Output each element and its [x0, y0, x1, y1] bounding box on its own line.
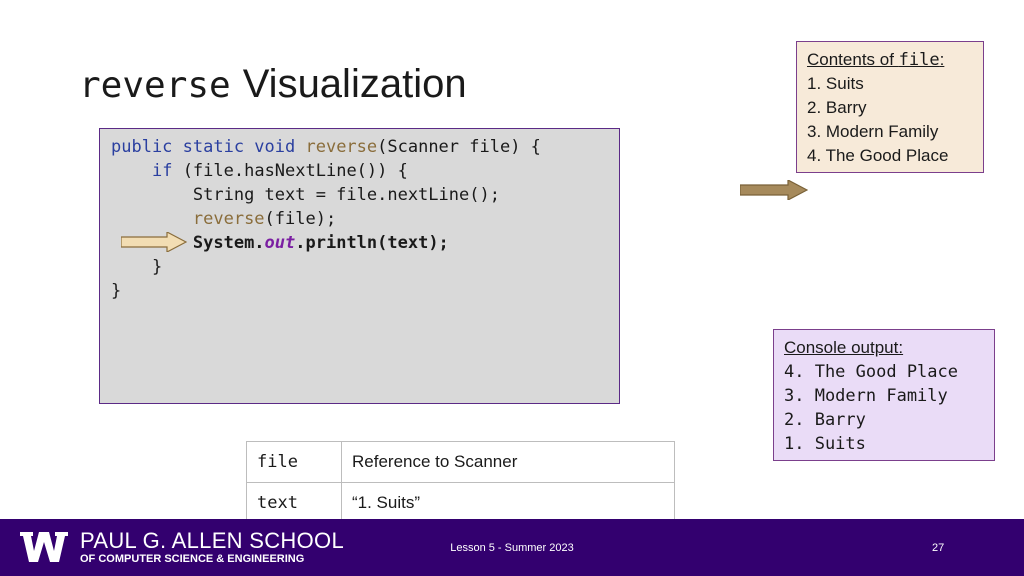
- list-item: 1. Suits: [807, 74, 864, 93]
- table-row: text “1. Suits”: [246, 482, 675, 524]
- code-condition: (file.hasNextLine()) {: [182, 161, 408, 181]
- slide-title: reverse Visualization: [79, 62, 467, 107]
- page-number: 27: [932, 542, 945, 554]
- school-name: PAUL G. ALLEN SCHOOL: [80, 528, 344, 553]
- school-subtitle: OF COMPUTER SCIENCE & ENGINEERING: [80, 553, 305, 565]
- title-text: Visualization: [242, 62, 467, 106]
- code-recursive-call: reverse: [192, 209, 265, 229]
- console-output-box: Console output: 4. The Good Place 3. Mod…: [773, 329, 995, 461]
- variable-name: file: [246, 441, 342, 483]
- file-contents-header: Contents of file:: [807, 50, 945, 70]
- console-header: Console output:: [784, 338, 904, 357]
- uw-w-logo-icon: [20, 532, 68, 562]
- code-block: public static void reverse(Scanner file)…: [111, 135, 541, 303]
- variable-value: Reference to Scanner: [341, 441, 675, 483]
- code-panel: public static void reverse(Scanner file)…: [99, 128, 675, 524]
- variable-name: text: [246, 482, 342, 524]
- code-call-args: (file);: [264, 209, 337, 229]
- list-item: 2. Barry: [807, 98, 867, 117]
- code-line-5-current: System.out.println(text);: [193, 233, 449, 253]
- console-line: 1. Suits: [784, 434, 866, 454]
- console-line: 4. The Good Place: [784, 362, 958, 382]
- code-line-3: String text = file.nextLine();: [192, 185, 500, 205]
- right-arrow-icon: [121, 232, 187, 252]
- code-line-4: reverse(file);: [193, 209, 336, 229]
- code-println: .println(text);: [295, 233, 449, 253]
- code-line-7: }: [111, 281, 122, 301]
- lesson-label: Lesson 5 - Summer 2023: [450, 542, 574, 554]
- table-row: file Reference to Scanner: [246, 441, 675, 483]
- code-line-6: }: [151, 257, 163, 277]
- console-line: 2. Barry: [784, 410, 866, 430]
- variable-value: “1. Suits”: [341, 482, 675, 524]
- list-item: 4. The Good Place: [807, 146, 949, 165]
- code-params: (Scanner file) {: [377, 137, 541, 157]
- code-system: System.: [192, 233, 265, 253]
- code-line-2: if (file.hasNextLine()) {: [152, 161, 408, 181]
- code-line-1: public static void reverse(Scanner file)…: [111, 137, 541, 157]
- list-item: 3. Modern Family: [807, 122, 939, 141]
- code-keywords: public static void: [111, 137, 296, 157]
- file-contents-box: Contents of file: 1. Suits 2. Barry 3. M…: [796, 41, 984, 173]
- console-line: 3. Modern Family: [784, 386, 948, 406]
- code-method-name: reverse: [305, 137, 378, 157]
- code-if-keyword: if: [151, 161, 173, 181]
- variables-table: file Reference to Scanner text “1. Suits…: [246, 441, 675, 524]
- right-arrow-icon: [740, 180, 808, 200]
- code-out-field: out: [264, 233, 296, 253]
- footer-bar: PAUL G. ALLEN SCHOOL OF COMPUTER SCIENCE…: [0, 519, 1024, 576]
- title-method-name: reverse: [79, 65, 231, 106]
